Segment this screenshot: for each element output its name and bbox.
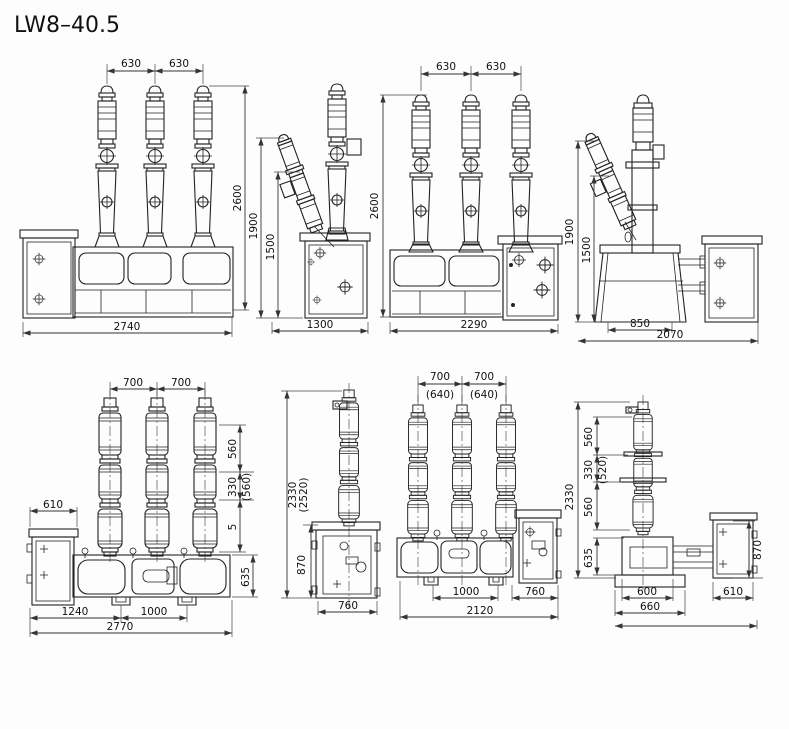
view-front-3pole-b: 630 630 2600 2290: [369, 61, 563, 334]
base-frame: [72, 554, 231, 598]
drawing-title: LW8–40.5: [14, 13, 120, 38]
dim-label: (2520): [298, 478, 310, 513]
view-side-a: 1900 1500 1300: [248, 83, 371, 334]
view-side-c: 2330 (2520) 870 760: [281, 383, 381, 615]
lifting-lug: [332, 400, 348, 410]
dim-label: 2330: [564, 484, 576, 511]
dim-label: 560: [227, 439, 239, 459]
view-side-d: 2330 560 330 (520) 560 635 870 600 660 6…: [564, 395, 764, 629]
control-cabinet: [315, 529, 378, 599]
dim-label: 1500: [265, 234, 277, 261]
control-cabinet: [518, 517, 558, 584]
cabinet-top-plate: [497, 235, 563, 245]
dim-label: 630: [169, 58, 189, 70]
dim-label: 1300: [307, 319, 334, 331]
dim-label: 1500: [581, 237, 593, 264]
control-cabinet: [22, 237, 76, 319]
dim-label: 1000: [453, 586, 480, 598]
dim-label: 2740: [114, 321, 141, 333]
mechanism-window: [142, 569, 170, 583]
dim-label: 630: [436, 61, 456, 73]
cabinet-top-plate: [709, 512, 758, 521]
dim-label: 2330: [287, 482, 299, 509]
dim-label: 560: [583, 497, 595, 517]
dim-label: 660: [640, 601, 660, 613]
base-frame: [396, 537, 514, 578]
base-trapezoid: [594, 252, 687, 323]
view-front-3pole-d: 700 700 (640) (640) 1000 760 2120: [396, 371, 562, 620]
dim-label: 2120: [467, 605, 494, 617]
dim-label: 700: [474, 371, 494, 383]
dim-label: 330: [227, 477, 239, 497]
dim-label: 2070: [657, 329, 684, 341]
control-cabinet: [712, 519, 754, 579]
control-cabinet: [502, 243, 559, 321]
dim-label: 850: [630, 318, 650, 330]
base-frame: [72, 246, 234, 318]
dim-label: 1240: [62, 606, 89, 618]
dim-label: 330: [583, 460, 595, 480]
dim-label: 560: [583, 427, 595, 447]
dim-label: (640): [426, 389, 454, 401]
cabinet-top-plate: [701, 235, 763, 245]
dim-label: 700: [171, 377, 191, 389]
control-cabinet: [304, 240, 368, 319]
dim-label: 2770: [107, 621, 134, 633]
dim-label: 2600: [369, 193, 381, 220]
dim-label: 760: [525, 586, 545, 598]
dim-label: 630: [121, 58, 141, 70]
base-frame: [389, 249, 504, 318]
dim-label: 870: [752, 540, 764, 560]
dim-label: 600: [637, 586, 657, 598]
dim-label: 635: [240, 567, 252, 587]
dim-label: 870: [296, 555, 308, 575]
dim-label: 610: [723, 586, 743, 598]
dim-label: 2600: [232, 185, 244, 212]
cabinet-top-plate: [28, 528, 79, 538]
dim-label: (640): [470, 389, 498, 401]
mechanism-window: [448, 548, 470, 559]
plinth: [614, 574, 686, 588]
dim-label: 1900: [564, 219, 576, 246]
cabinet-top-plate: [19, 229, 79, 239]
control-cabinet: [704, 243, 759, 323]
dim-label: 2290: [461, 319, 488, 331]
dim-label: 635: [583, 548, 595, 568]
cabinet-top-plate: [514, 509, 562, 519]
view-front-3pole-c: 700 700 610 560 330 (560) 5 635 1240 100…: [26, 377, 258, 637]
control-cabinet: [31, 536, 75, 606]
view-front-3pole-a: 630 630 2600 2740: [19, 58, 249, 337]
dim-label: 760: [338, 600, 358, 612]
dim-label: 700: [123, 377, 143, 389]
dim-label: 1900: [248, 213, 260, 240]
dim-label: (560): [241, 473, 253, 501]
dim-label: (520): [597, 456, 609, 484]
dim-label: 700: [430, 371, 450, 383]
dim-label: 610: [43, 499, 63, 511]
dim-label: 1000: [141, 606, 168, 618]
dim-label: 630: [486, 61, 506, 73]
view-side-b: 1900 1500 850 2070: [564, 94, 763, 344]
dim-label: 5: [227, 524, 239, 531]
lifting-lug: [625, 406, 639, 414]
